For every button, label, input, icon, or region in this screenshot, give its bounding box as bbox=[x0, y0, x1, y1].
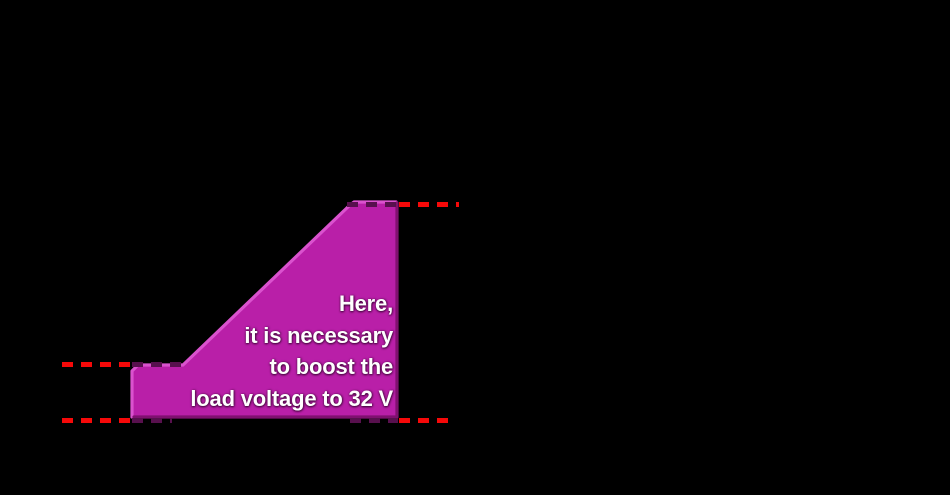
annotation-line-1: Here, bbox=[338, 291, 393, 316]
level-line-mid-on-shape bbox=[132, 362, 182, 367]
level-line-top-on-shape bbox=[347, 202, 398, 207]
level-line-mid bbox=[62, 362, 132, 367]
annotation-line-4: load voltage to 32 V bbox=[190, 385, 393, 411]
level-line-bottom-left bbox=[62, 418, 132, 423]
shape-shadow-edge bbox=[132, 201, 399, 419]
level-line-bottom-right-on-shape bbox=[350, 418, 398, 423]
level-line-bottom-right bbox=[399, 418, 456, 423]
level-line-bottom-left-on-shape bbox=[132, 418, 172, 423]
load-voltage-shape-fill bbox=[132, 202, 398, 418]
level-line-top bbox=[399, 202, 459, 207]
annotation-line-2: it is necessary bbox=[244, 322, 393, 348]
annotation-line-3: to boost the bbox=[269, 354, 394, 379]
annotation-text: Here, it is necessary to boost the load … bbox=[101, 288, 393, 414]
